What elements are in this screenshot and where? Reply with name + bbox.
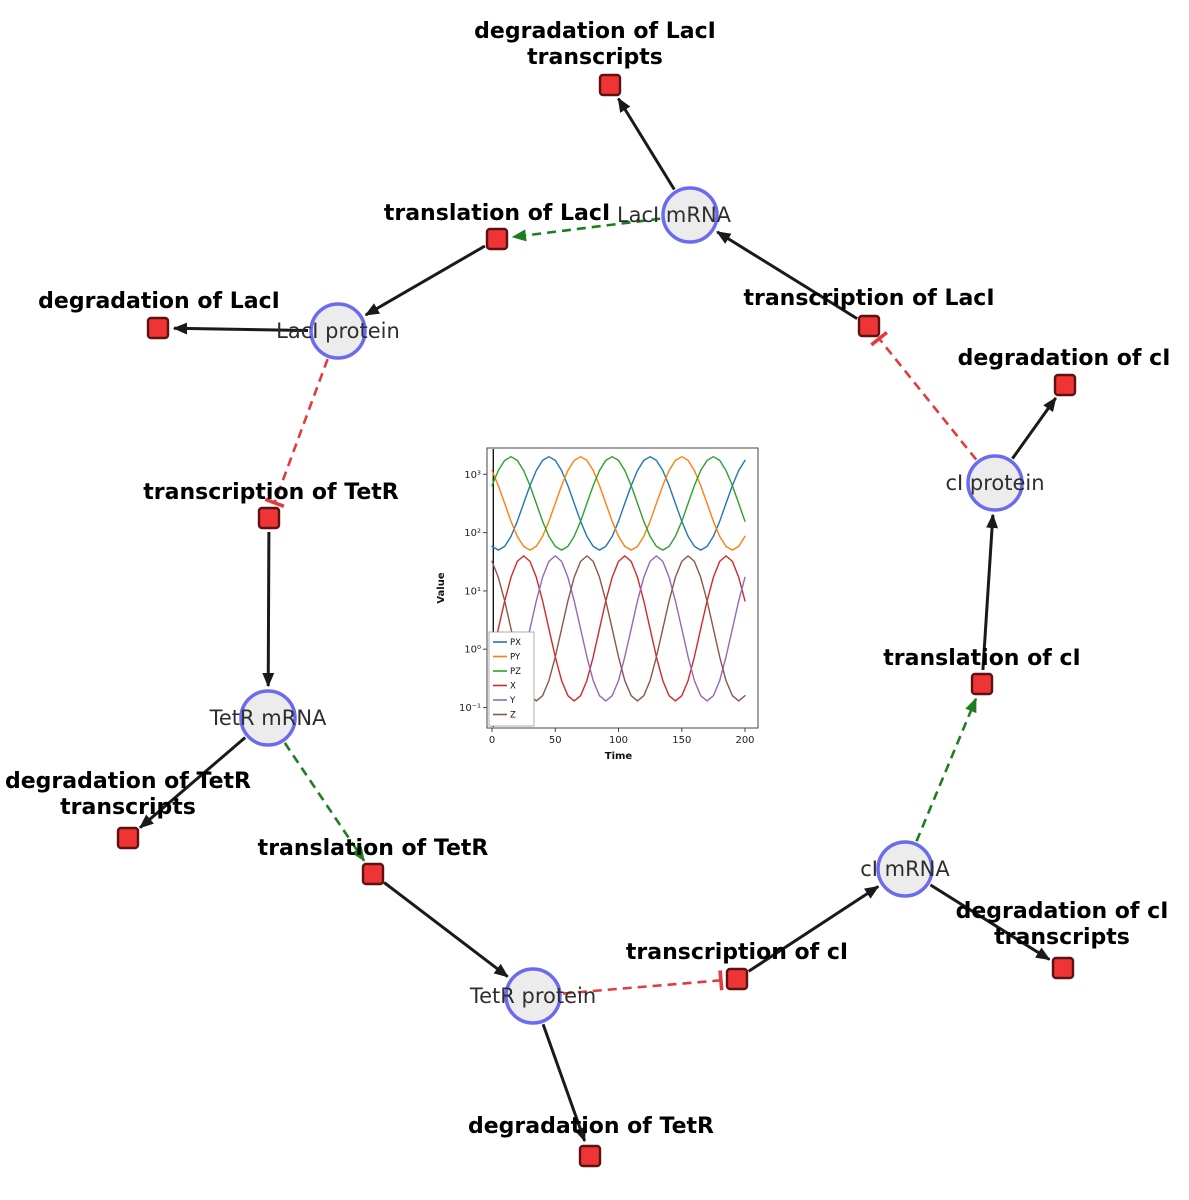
- y-tick-label: 10⁰: [464, 645, 481, 656]
- y-tick-label: 10¹: [464, 586, 481, 597]
- y-tick-label: 10²: [464, 528, 481, 539]
- species-node-laci-protein: [309, 302, 367, 360]
- legend-box: [488, 631, 535, 727]
- reaction-label-deg-tetr: degradation of TetR: [468, 1114, 714, 1139]
- legend-label-X: X: [510, 682, 516, 692]
- y-tick-label: 10⁻¹: [459, 703, 481, 714]
- edge-translation-laci-laci-protein-production: [364, 244, 486, 317]
- reaction-node-deg-ci: [1053, 373, 1077, 397]
- edge-tetr-mrna-translation-tetr-catalysis: [283, 742, 366, 862]
- reaction-node-deg-ci-transcripts: [1051, 956, 1075, 980]
- edge-tetr-protein-transcription-ci-inhibition: [562, 970, 724, 995]
- legend-label-PX: PX: [510, 638, 521, 648]
- edge-tetr-protein-deg-tetr-consumption: [541, 1023, 587, 1143]
- edge-transcription-ci-ci-mrna-production: [747, 885, 880, 973]
- species-node-laci-mrna: [661, 186, 719, 244]
- legend-label-Z: Z: [510, 711, 516, 721]
- legend-label-Y: Y: [509, 696, 516, 706]
- reaction-label-line: degradation of TetR: [5, 769, 251, 794]
- species-label-laci-protein: LacI protein: [276, 319, 400, 343]
- edge-tetr-mrna-deg-tetr-transcripts-consumption: [139, 736, 247, 829]
- reaction-node-transcription-ci: [725, 967, 749, 991]
- reaction-label-line: transcription of LacI: [743, 286, 994, 311]
- reaction-node-translation-laci: [485, 227, 509, 251]
- edge-translation-ci-ci-protein-production: [981, 513, 999, 671]
- reaction-node-translation-ci: [970, 672, 994, 696]
- reaction-label-line: transcription of cI: [626, 940, 848, 965]
- y-axis-label: Value: [436, 572, 447, 603]
- edge-laci-protein-transcription-tetr-inhibition: [264, 358, 329, 508]
- reaction-node-deg-laci: [146, 316, 170, 340]
- reaction-label-line: degradation of LacI: [38, 289, 280, 314]
- reaction-label-deg-ci: degradation of cI: [958, 346, 1171, 371]
- reaction-node-translation-tetr: [361, 862, 385, 886]
- edges-layer: [139, 97, 1057, 1143]
- reaction-label-line: transcription of TetR: [143, 480, 399, 505]
- reaction-node-transcription-laci: [857, 314, 881, 338]
- legend-label-PY: PY: [510, 653, 521, 663]
- timeseries-inset-chart: 10⁻¹ 10⁰ 10¹ 10² 10³ 0 50 100 150 200 PX PY PZ XYZ Tim…: [436, 447, 759, 762]
- edge-translation-tetr-tetr-protein-production: [383, 881, 509, 978]
- series-path-PZ: [491, 456, 746, 551]
- edge-transcription-laci-laci-mrna-production: [716, 230, 858, 320]
- series-path-Y: [491, 555, 746, 702]
- species-label-tetr-protein: TetR protein: [469, 984, 596, 1008]
- reaction-label-line: translation of TetR: [258, 836, 489, 861]
- legend-label-PZ: PZ: [510, 667, 521, 677]
- x-tick-label: 100: [609, 735, 628, 746]
- edge-ci-mrna-deg-ci-transcripts-consumption: [929, 883, 1051, 961]
- edge-laci-mrna-translation-laci-catalysis: [511, 217, 661, 242]
- reaction-label-line: degradation of LacI: [474, 19, 716, 44]
- species-label-tetr-mrna: TetR mRNA: [209, 706, 327, 730]
- species-label-laci-mrna: LacI mRNA: [617, 203, 732, 227]
- reaction-label-line: degradation of cI: [956, 899, 1169, 924]
- edge-ci-protein-transcription-laci-inhibition: [870, 330, 978, 461]
- series-path-PX: [491, 456, 746, 551]
- species-node-tetr-protein: [504, 967, 562, 1025]
- species-label-ci-mrna: cI mRNA: [860, 857, 950, 881]
- y-tick-label: 10³: [464, 470, 481, 481]
- x-axis-label: Time: [605, 751, 633, 762]
- reaction-node-deg-laci-transcripts: [598, 73, 622, 97]
- reaction-label-transcription-tetr: transcription of TetR: [143, 480, 399, 505]
- series-path-X: [491, 555, 746, 702]
- nodes-layer: [116, 73, 1077, 1168]
- reaction-label-translation-laci: translation of LacI: [384, 201, 610, 226]
- x-tick-label: 150: [672, 735, 691, 746]
- x-tick-label: 200: [735, 735, 754, 746]
- reaction-label-line: degradation of TetR: [468, 1114, 714, 1139]
- species-label-ci-protein: cI protein: [945, 471, 1044, 495]
- x-tick-label: 50: [549, 735, 562, 746]
- reaction-label-line: transcripts: [60, 795, 196, 820]
- reaction-node-transcription-tetr: [257, 506, 281, 530]
- reaction-node-deg-tetr: [578, 1144, 602, 1168]
- species-node-ci-protein: [966, 454, 1024, 512]
- edge-laci-mrna-deg-laci-transcripts-consumption: [617, 97, 676, 191]
- reaction-label-line: translation of cI: [883, 646, 1080, 671]
- species-node-ci-mrna: [876, 840, 934, 898]
- reaction-label-translation-ci: translation of cI: [883, 646, 1080, 671]
- reaction-label-transcription-ci: transcription of cI: [626, 940, 848, 965]
- x-tick-label: 0: [489, 735, 495, 746]
- reaction-node-deg-tetr-transcripts: [116, 826, 140, 850]
- series-path-PY: [491, 456, 746, 551]
- reaction-label-deg-laci: degradation of LacI: [38, 289, 280, 314]
- edge-laci-protein-deg-laci-consumption: [172, 322, 309, 335]
- reaction-label-line: translation of LacI: [384, 201, 610, 226]
- edge-transcription-tetr-tetr-mrna-production: [262, 531, 275, 688]
- reaction-label-line: transcripts: [994, 925, 1130, 950]
- reaction-label-line: degradation of cI: [958, 346, 1171, 371]
- edge-ci-protein-deg-ci-consumption: [1011, 396, 1057, 460]
- reaction-label-translation-tetr: translation of TetR: [258, 836, 489, 861]
- species-node-tetr-mrna: [239, 689, 297, 747]
- reaction-label-transcription-laci: transcription of LacI: [743, 286, 994, 311]
- edge-ci-mrna-translation-ci-catalysis: [915, 697, 978, 842]
- chart-frame: [486, 447, 759, 729]
- reaction-label-line: transcripts: [527, 45, 663, 70]
